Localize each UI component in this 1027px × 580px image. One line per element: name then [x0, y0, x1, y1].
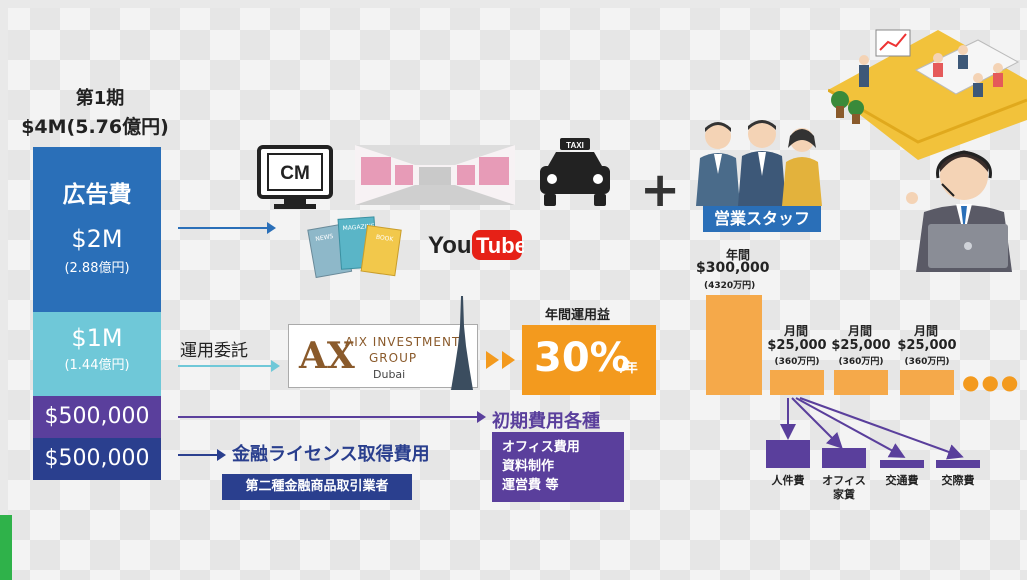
staff-monthly-amount: $25,000	[897, 338, 957, 353]
staff-monthly-title: 月間	[847, 324, 872, 338]
license-cost-block: $500,000	[33, 438, 161, 480]
initial-costs-box: オフィス費用 資料制作 運営費 等	[492, 432, 624, 502]
annual-yield-unit: /年	[620, 361, 638, 376]
aix-name-line1: AIX INVESTMENT	[345, 335, 461, 349]
expense-label: 交際費	[941, 474, 975, 487]
staff-monthly-title: 月間	[913, 324, 938, 338]
youtube-tube-text: Tube	[476, 233, 524, 258]
continuation-dots: ●●●	[962, 370, 1021, 394]
annual-yield-value: 30%	[534, 335, 630, 381]
plus-sign: +	[640, 162, 681, 218]
office-meeting-illustration	[828, 29, 1027, 160]
staff-monthly-note: (360万円)	[838, 357, 884, 367]
sales-staff-label: 営業スタッフ	[703, 206, 821, 232]
staff-monthly-title: 月間	[783, 324, 808, 338]
staff-monthly-amount: $25,000	[767, 338, 827, 353]
annual-yield-box: 30% /年	[522, 325, 656, 395]
youtube-you-text: You	[428, 232, 472, 259]
aix-logo: AX	[299, 335, 355, 377]
taxi-label: TAXI	[566, 141, 584, 150]
expense-label: 交通費	[885, 474, 919, 487]
initial-cost-item: オフィス費用	[502, 440, 580, 455]
staff-monthly-note: (360万円)	[904, 357, 950, 367]
period-title: 第1期	[75, 88, 125, 109]
expense-label: オフィス 家賃	[822, 474, 866, 501]
staff-monthly-bar	[900, 370, 954, 395]
aix-investment-card: AX AIX INVESTMENT GROUP Dubai	[288, 324, 478, 388]
advertising-label: 広告費	[62, 182, 132, 208]
license-sub-label: 第二種金融商品取引業者	[222, 474, 412, 500]
sales-staff-illustration	[696, 120, 822, 206]
staff-monthly-amount: $25,000	[831, 338, 891, 353]
operation-amount: $1M	[71, 324, 123, 352]
magazines-icon: NEWS MAGAZINE BOOK	[307, 216, 402, 278]
consignment-label: 運用委託	[180, 341, 248, 361]
advertising-amount: $2M	[71, 225, 123, 253]
expense-bar-personnel	[766, 440, 810, 468]
initial-cost-item: 資料制作	[502, 459, 555, 474]
initial-cost-block: $500,000	[33, 396, 161, 438]
license-arrow	[178, 449, 226, 461]
expense-bar-entertainment	[936, 460, 980, 468]
flow-triangle-2	[502, 351, 515, 369]
expense-breakdown-arrows	[780, 397, 964, 460]
operation-arrow	[178, 360, 280, 372]
staff-monthly-bar	[770, 370, 824, 395]
staff-monthly-note: (360万円)	[774, 357, 820, 367]
operation-yen: (1.44億円)	[64, 358, 130, 373]
aix-name-line2: GROUP	[369, 351, 418, 365]
taxi-icon: TAXI	[540, 138, 610, 206]
advertising-block: 広告費 $2M (2.88億円)	[33, 147, 161, 312]
news-label: NEWS	[315, 233, 334, 243]
magazine-label: MAGAZINE	[342, 223, 375, 232]
tv-cm-icon: CM	[257, 145, 333, 209]
staff-annual-bar	[706, 295, 762, 395]
annual-yield-label: 年間運用益	[545, 308, 611, 323]
book-label: BOOK	[375, 234, 394, 244]
youtube-logo-icon: You Tube	[428, 230, 524, 260]
advertising-yen: (2.88億円)	[64, 261, 130, 276]
green-corner-tab	[0, 515, 12, 580]
advertising-arrow	[178, 222, 276, 234]
dubai-tower-icon	[451, 296, 473, 390]
staff-annual-note: (4320万円)	[704, 281, 756, 291]
staff-monthly-bar	[834, 370, 888, 395]
expense-label: 人件費	[771, 474, 805, 487]
flow-triangle-1	[486, 351, 499, 369]
cm-label: CM	[280, 163, 310, 184]
initial-cost-item: 運営費 等	[502, 478, 559, 493]
aix-location: Dubai	[373, 368, 406, 381]
operation-block: $1M (1.44億円)	[33, 312, 161, 396]
license-label: 金融ライセンス取得費用	[232, 444, 430, 465]
initial-costs-label: 初期費用各種	[492, 411, 600, 432]
initial-cost-arrow	[178, 411, 486, 423]
expense-bar-office-rent	[822, 448, 866, 468]
expense-bar-transport	[880, 460, 924, 468]
period-amount: $4M(5.76億円)	[21, 116, 169, 138]
staff-annual-amount: $300,000	[696, 260, 770, 276]
staff-annual-title: 年間	[725, 248, 750, 262]
station-billboards-icon	[355, 145, 515, 205]
operator-with-laptop-icon	[906, 150, 1012, 272]
